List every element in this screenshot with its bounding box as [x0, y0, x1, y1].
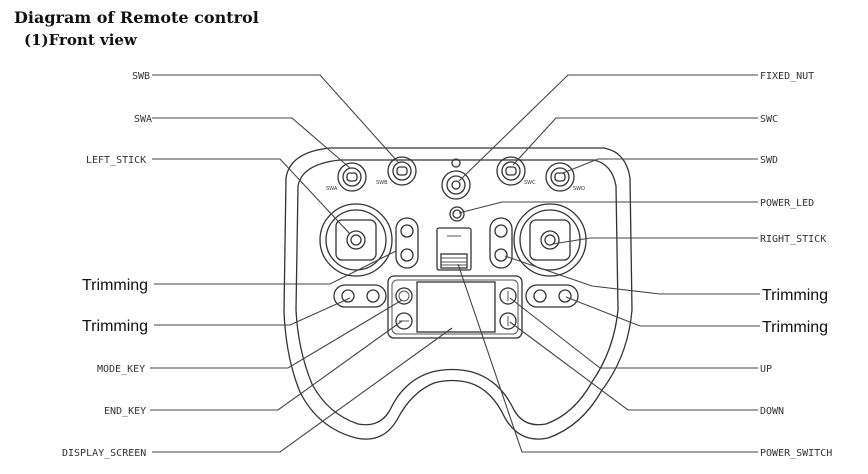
label-trimming-left-1: Trimming — [82, 277, 148, 294]
switch-swa[interactable] — [337, 162, 367, 192]
power-switch[interactable] — [436, 227, 472, 271]
power-led — [449, 206, 465, 222]
label-swa: SWA — [134, 114, 152, 125]
label-right-stick: RIGHT_STICK — [760, 234, 826, 245]
diagram-subtitle: (1)Front view — [24, 31, 137, 49]
switch-swd[interactable] — [545, 162, 575, 192]
key-panel — [387, 275, 523, 339]
mode-key[interactable] — [395, 287, 413, 305]
label-trimming-right-1: Trimming — [762, 287, 828, 304]
leader-lines-right — [457, 74, 760, 453]
left-vertical-trim[interactable] — [395, 217, 419, 269]
right-horizontal-trim[interactable] — [525, 284, 579, 308]
label-swc: SWC — [760, 114, 778, 125]
end-key[interactable] — [395, 312, 413, 330]
switch-swc[interactable] — [496, 156, 526, 186]
fixed-nut — [441, 170, 471, 200]
label-display-screen: DISPLAY_SCREEN — [62, 448, 146, 459]
up-key[interactable] — [499, 287, 517, 305]
label-trimming-right-2: Trimming — [762, 319, 828, 336]
switch-swa-mark: SWA — [326, 186, 338, 192]
label-power-switch: POWER_SWITCH — [760, 448, 832, 459]
switch-swc-mark: SWC — [524, 180, 536, 186]
label-fixed-nut: FIXED_NUT — [760, 71, 814, 82]
diagram-title: Diagram of Remote control — [14, 8, 259, 27]
label-swd: SWD — [760, 155, 778, 166]
down-key[interactable] — [499, 312, 517, 330]
label-swb: SWB — [132, 71, 150, 82]
switch-swb[interactable] — [387, 156, 417, 186]
label-power-led: POWER_LED — [760, 198, 814, 209]
switch-swb-mark: SWB — [376, 180, 388, 186]
label-down: DOWN — [760, 406, 784, 417]
leader-lines-left — [150, 74, 453, 453]
top-hole — [451, 158, 461, 168]
label-mode-key: MODE_KEY — [97, 364, 145, 375]
label-up: UP — [760, 364, 772, 375]
label-end-key: END_KEY — [104, 406, 146, 417]
display-screen — [416, 281, 496, 333]
left-horizontal-trim[interactable] — [333, 284, 387, 308]
left-stick[interactable] — [319, 203, 393, 277]
label-left-stick: LEFT_STICK — [86, 155, 146, 166]
label-trimming-left-2: Trimming — [82, 318, 148, 335]
switch-swd-mark: SWD — [573, 186, 585, 192]
controller-body — [283, 147, 633, 440]
right-vertical-trim[interactable] — [489, 217, 513, 269]
